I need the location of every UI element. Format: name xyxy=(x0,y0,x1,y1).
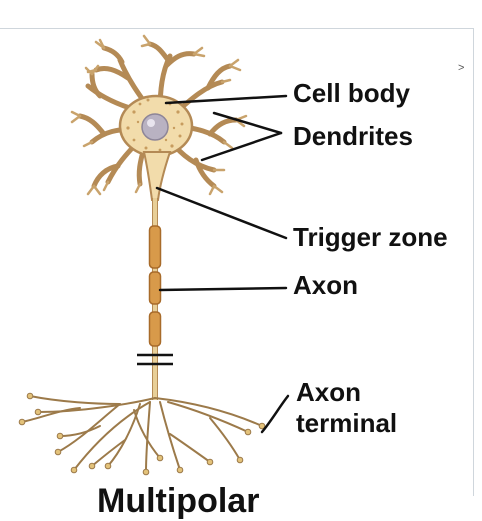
leader-lines xyxy=(155,94,290,434)
axon-terminal-bulbs xyxy=(18,392,266,476)
label-cell-body: Cell body xyxy=(293,78,411,108)
leader-trigger-zone xyxy=(155,186,288,240)
leader-axon-terminal xyxy=(260,394,290,434)
label-axon-terminal: Axon terminal xyxy=(296,377,398,438)
leader-dendrite-upper xyxy=(212,111,283,135)
leader-dendrite-lower xyxy=(200,131,283,162)
cell-body-texture xyxy=(126,98,184,152)
label-axon: Axon xyxy=(293,270,358,300)
label-trigger-zone: Trigger zone xyxy=(293,222,448,252)
label-dendrites: Dendrites xyxy=(293,121,413,151)
axon-terminals-graphic xyxy=(21,395,263,473)
nucleolus-graphic xyxy=(147,119,155,127)
neuron-diagram xyxy=(18,34,290,476)
frame-right-border xyxy=(473,28,474,496)
leader-axon xyxy=(158,286,288,292)
caption-partial: Multipolar xyxy=(97,482,260,520)
collapse-caret-icon[interactable]: > xyxy=(458,62,465,74)
leader-cell-body xyxy=(164,94,288,105)
dendrite-tips-graphic xyxy=(70,34,248,196)
axon-break-marks xyxy=(137,353,173,366)
nucleus-graphic xyxy=(141,113,169,141)
myelin-sheath-graphic xyxy=(148,225,162,347)
frame-top-border xyxy=(0,28,474,29)
